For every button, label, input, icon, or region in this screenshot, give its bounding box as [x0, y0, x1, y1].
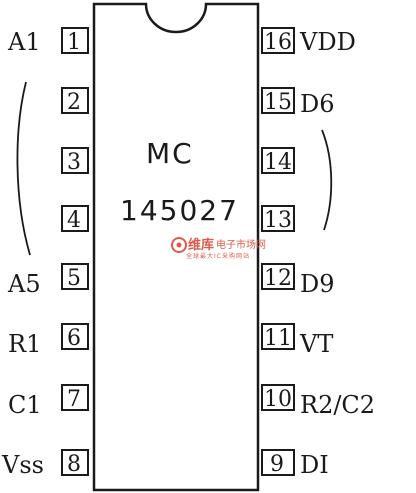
chip-part-number: 145027 — [120, 194, 239, 227]
right-pin-10: 10 R2/C2 — [261, 384, 375, 419]
pin-label: A5 — [7, 270, 41, 298]
left-pin-4: 4 — [61, 205, 89, 233]
pin-number: 13 — [264, 208, 292, 233]
watermark-name: 电子市场网 — [216, 238, 266, 251]
left-pin-2: 2 — [61, 87, 89, 115]
left-pin-5: 5 A5 — [7, 263, 89, 298]
right-pin-14: 14 — [261, 147, 295, 175]
pin-label: VDD — [299, 28, 356, 56]
pin-label: R2/C2 — [300, 391, 375, 419]
pin-label: R1 — [8, 330, 41, 358]
pin-number: 8 — [67, 452, 81, 477]
left-pin-8: 8 Vss — [1, 449, 89, 479]
right-pin-12: 12 D9 — [261, 263, 335, 298]
pin-label: D9 — [300, 270, 335, 298]
pin-number: 4 — [67, 208, 81, 233]
pin-label: C1 — [8, 391, 42, 419]
pin-label: Vss — [1, 451, 44, 479]
pin-number: 6 — [67, 326, 81, 351]
watermark-sub: 全球最大IC采购网站 — [186, 252, 250, 260]
pin-label: VT — [299, 330, 333, 358]
watermark-brand: 维库 — [188, 237, 214, 253]
right-pin-16: 16 VDD — [261, 27, 356, 56]
left-pin-1: 1 A1 — [7, 27, 89, 56]
right-pin-11: 11 VT — [261, 323, 333, 358]
pin-label: DI — [300, 451, 329, 479]
chip-body — [92, 2, 260, 492]
pin-number: 10 — [264, 387, 292, 412]
right-pin-15: 15 D6 — [261, 87, 335, 118]
pin-number: 11 — [264, 326, 292, 351]
pin-label: A1 — [7, 28, 41, 56]
pin-number: 7 — [67, 387, 81, 412]
pin-number: 16 — [264, 30, 292, 55]
pin-number: 9 — [270, 452, 284, 477]
pin-number: 12 — [264, 266, 292, 291]
watermark-logo-icon — [171, 237, 187, 253]
right-pin-13: 13 — [261, 205, 295, 233]
pin-number: 1 — [67, 30, 81, 55]
left-pin-7: 7 C1 — [8, 384, 89, 419]
pin-number: 3 — [67, 150, 81, 175]
pin-label: D6 — [300, 90, 335, 118]
left-pin-3: 3 — [61, 147, 89, 175]
chip-name: MC — [146, 137, 194, 170]
pin-number: 5 — [67, 266, 81, 291]
left-range-brace — [16, 81, 31, 256]
left-pin-6: 6 R1 — [8, 323, 89, 358]
pin-number: 2 — [67, 90, 81, 115]
pin-number: 14 — [264, 150, 292, 175]
right-pin-9: 9 DI — [261, 449, 329, 479]
pin-number: 15 — [264, 90, 292, 115]
right-range-brace — [321, 129, 333, 231]
watermark: 维库 电子市场网 全球最大IC采购网站 — [171, 237, 266, 260]
